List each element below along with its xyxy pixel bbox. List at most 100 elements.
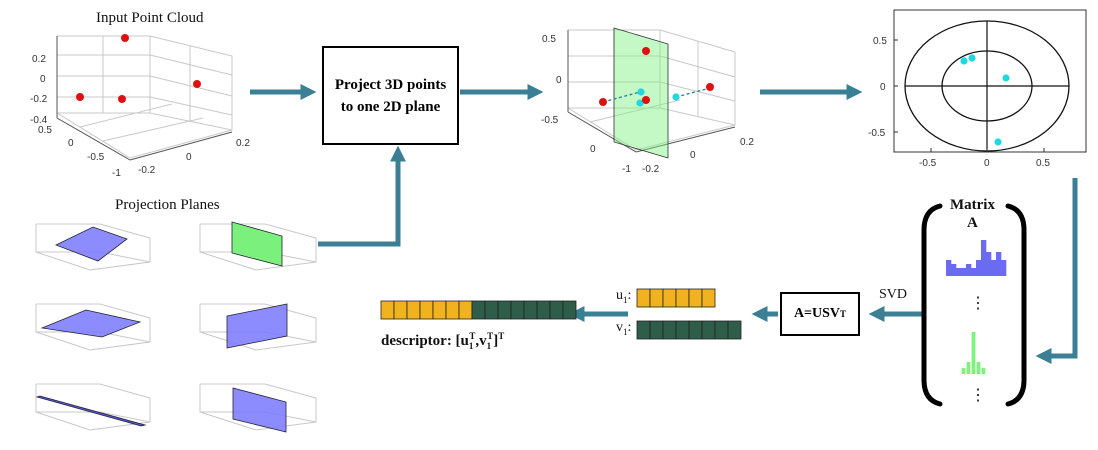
vector-cell (406, 300, 421, 320)
cloud-point (706, 83, 714, 91)
ellipsis-top: ⋮ (970, 295, 986, 312)
input-cloud-title: Input Point Cloud (96, 10, 204, 26)
vector-cell (380, 300, 395, 320)
project-box-line1: Project 3D points (334, 76, 447, 93)
cloud-y-tick: -0.5 (87, 152, 105, 163)
cloud-z-tick: 0 (40, 74, 46, 85)
plane-plot (35, 223, 151, 271)
histogram-bar (966, 362, 971, 374)
arrow-ring-to-matrix (1035, 178, 1078, 365)
projection-plane-edge (35, 395, 147, 427)
vector-cell (675, 320, 690, 340)
vector-cell (432, 300, 447, 320)
v1-vector (636, 320, 742, 340)
ring-plot (893, 9, 1087, 153)
vector-cell (636, 288, 651, 308)
histogram-bar (946, 260, 952, 276)
cloud-point (118, 95, 126, 103)
projection-plane-vertical-2 (232, 387, 287, 433)
cloud-z-tick: -0.2 (30, 94, 48, 105)
cloud-point (76, 93, 84, 101)
project-box: Project 3D points to one 2D plane (322, 46, 459, 145)
vector-cell (562, 300, 577, 320)
histogram-bar (961, 268, 967, 276)
cloud-x-tick: 0.2 (236, 138, 250, 149)
ring-point (968, 54, 976, 62)
histogram-bar (991, 260, 997, 276)
histogram-bar (971, 332, 976, 374)
histogram-bar (986, 252, 992, 276)
projection-plane-vertical (226, 303, 288, 349)
proj-y-tick: -1 (622, 164, 631, 175)
vector-cell (701, 320, 716, 340)
cloud-z-tick: 0.2 (32, 54, 46, 65)
projection-plane-tilted (40, 309, 142, 338)
proj-y-tick: 0 (590, 144, 596, 155)
histogram-bar (976, 362, 981, 374)
vector-cell (536, 300, 551, 320)
projection-planes-title: Projection Planes (115, 197, 220, 213)
histogram-bar (961, 368, 966, 374)
u1-vector (636, 288, 716, 308)
arrow-planes-to-project (318, 145, 407, 247)
vector-cell (549, 300, 564, 320)
vector-cell (649, 288, 664, 308)
proj-z-tick: 0.5 (542, 34, 556, 45)
plane-plot (199, 223, 317, 271)
descriptor-label: descriptor: [u1T,v1T]T (381, 331, 505, 351)
cloud-point (642, 47, 650, 55)
ring-y-tick: 0 (880, 82, 886, 93)
cloud-y-tick: 0 (68, 138, 74, 149)
vector-cell (523, 300, 538, 320)
projection-plane-green (231, 221, 283, 267)
histogram-bar (1001, 260, 1007, 276)
vector-cell (714, 320, 729, 340)
proj-x-tick: 0 (690, 150, 696, 161)
plane-plot (199, 383, 317, 431)
ellipsis-bottom: ⋮ (970, 387, 986, 404)
projection-plane-horizontal (54, 226, 128, 262)
ring-point (994, 138, 1002, 146)
histogram-bar (971, 268, 977, 276)
ring-point (960, 57, 968, 65)
svd-label: SVD (879, 287, 908, 302)
svd-equation-sup: T (840, 309, 847, 319)
projection-points (599, 47, 714, 107)
proj-z-tick: 0 (556, 75, 562, 86)
projected-point (672, 93, 680, 101)
matrix-a-label: A (967, 215, 978, 231)
cloud-y-tick: -1 (112, 168, 121, 179)
flow-arrows (250, 83, 1078, 365)
vector-cell (510, 300, 525, 320)
plane-plot (35, 303, 151, 351)
svd-equation: A=USV (793, 306, 841, 321)
descriptor-vector (380, 300, 577, 320)
vector-cell (662, 320, 677, 340)
proj-x-tick: -0.2 (642, 164, 660, 175)
cloud-point (121, 34, 129, 42)
matrix-brackets (921, 203, 1027, 407)
vector-cell (393, 300, 408, 320)
ring-x-tick: -0.5 (919, 158, 937, 169)
cloud-y-tick: 0.5 (38, 125, 52, 136)
projected-point (636, 99, 644, 107)
input-cloud-plot (56, 35, 233, 159)
vector-cell (662, 288, 677, 308)
histogram-bar (956, 268, 962, 276)
vector-cell (497, 300, 512, 320)
ring-point (1002, 74, 1010, 82)
vector-cell (445, 300, 460, 320)
ring-x-tick: 0 (984, 158, 990, 169)
matrix-histogram-green (961, 332, 986, 374)
v1-label: v1: (616, 320, 632, 337)
histogram-bar (976, 260, 982, 276)
u1-label: u1: (616, 288, 632, 305)
cloud-point (642, 96, 650, 104)
cloud-point (193, 80, 201, 88)
matrix-histogram-blue (946, 240, 1007, 276)
vector-cell (458, 300, 473, 320)
vector-cell (636, 320, 651, 340)
cloud-x-tick: 0 (186, 152, 192, 163)
plane-plot (35, 383, 151, 431)
